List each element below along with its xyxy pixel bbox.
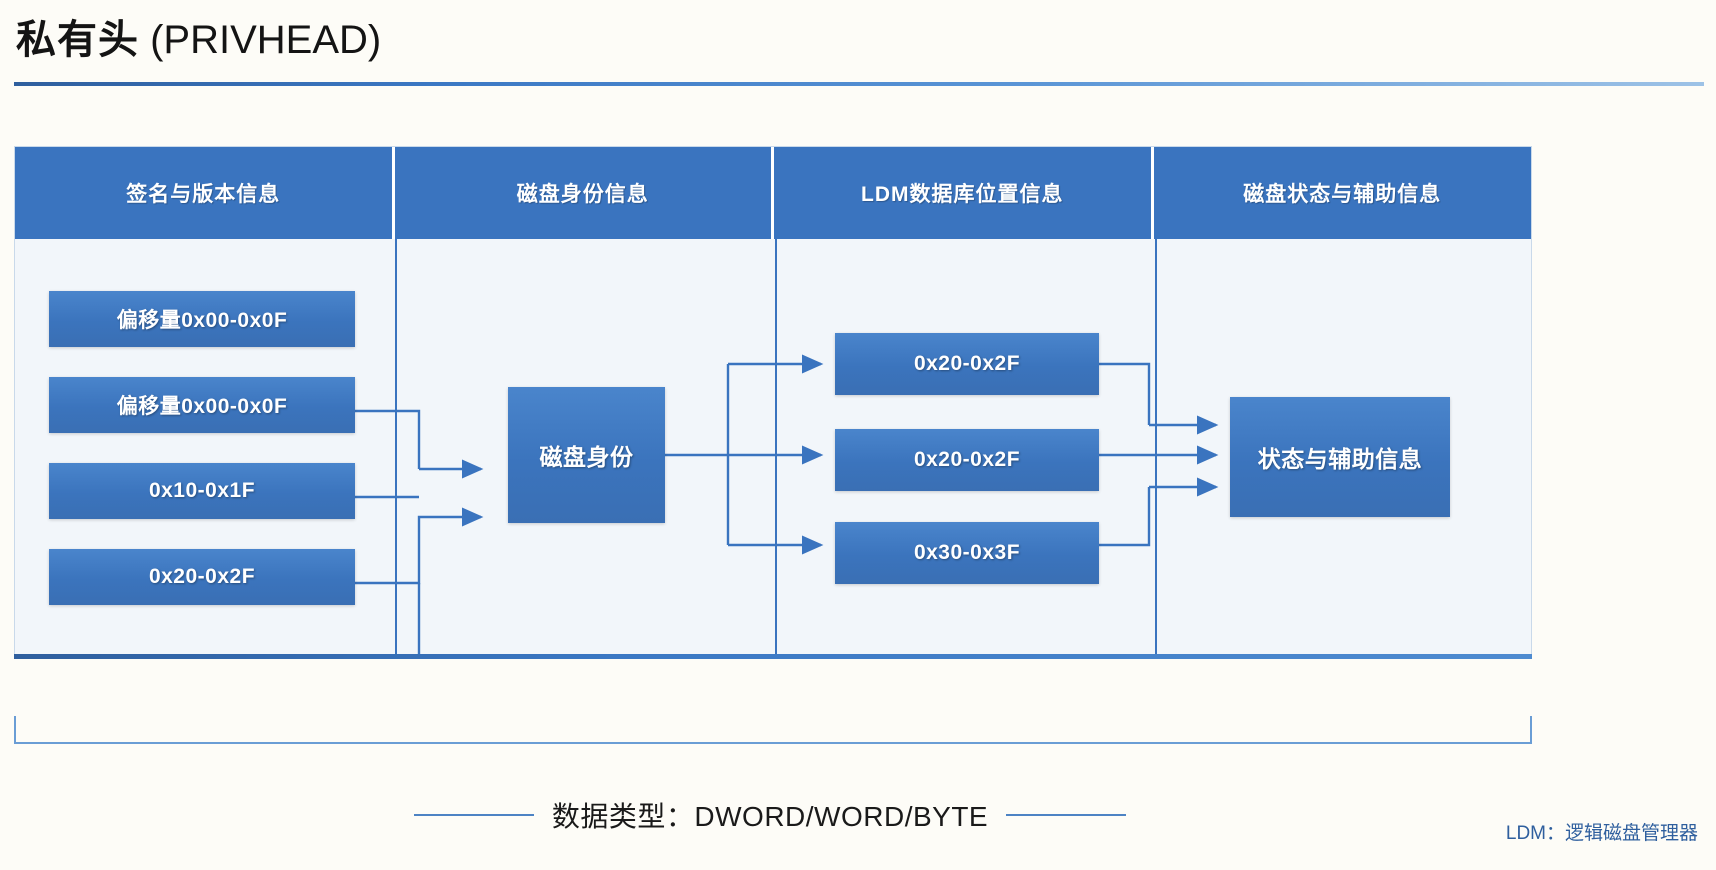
- field-box-left-1[interactable]: 偏移量0x00-0x0F: [49, 291, 355, 347]
- field-box-status-auxiliary[interactable]: 状态与辅助信息: [1230, 397, 1450, 517]
- footer-bracket: [14, 716, 1532, 744]
- field-box-left-3[interactable]: 0x10-0x1F: [49, 463, 355, 519]
- page-title: 私有头 (PRIVHEAD): [16, 12, 381, 68]
- column-divider-1: [395, 239, 397, 657]
- column-divider-3: [1155, 239, 1157, 657]
- column-header-row: 签名与版本信息 磁盘身份信息 LDM数据库位置信息 磁盘状态与辅助信息: [15, 147, 1531, 239]
- field-box-left-2[interactable]: 偏移量0x00-0x0F: [49, 377, 355, 433]
- field-box-ldm-1[interactable]: 0x20-0x2F: [835, 333, 1099, 395]
- column-header-signature-version: 签名与版本信息: [15, 147, 395, 239]
- page-title-en: (PRIVHEAD): [139, 18, 382, 62]
- caption-text: 数据类型：DWORD/WORD/BYTE: [551, 801, 989, 832]
- column-header-disk-identity: 磁盘身份信息: [394, 147, 774, 239]
- field-box-ldm-3[interactable]: 0x30-0x3F: [835, 522, 1099, 584]
- field-box-left-4[interactable]: 0x20-0x2F: [49, 549, 355, 605]
- column-divider-2: [775, 239, 777, 657]
- diagram-bottom-rule: [14, 654, 1532, 659]
- caption-rule-left: [413, 814, 534, 816]
- title-underline-rule: [14, 82, 1704, 86]
- title-area: 私有头 (PRIVHEAD): [0, 0, 1716, 92]
- column-header-ldm-database-location: LDM数据库位置信息: [774, 147, 1154, 239]
- privhead-structure-diagram: 签名与版本信息 磁盘身份信息 LDM数据库位置信息 磁盘状态与辅助信息: [14, 146, 1532, 657]
- legend-note-ldm: LDM：逻辑磁盘管理器: [1505, 823, 1698, 844]
- page-title-cn: 私有头: [16, 18, 139, 62]
- field-box-disk-identity[interactable]: 磁盘身份: [508, 387, 665, 523]
- footer-caption: 数据类型：DWORD/WORD/BYTE: [0, 795, 1540, 835]
- caption-rule-right: [1006, 814, 1127, 816]
- field-box-ldm-2[interactable]: 0x20-0x2F: [835, 429, 1099, 491]
- column-header-disk-status-auxiliary: 磁盘状态与辅助信息: [1153, 147, 1531, 239]
